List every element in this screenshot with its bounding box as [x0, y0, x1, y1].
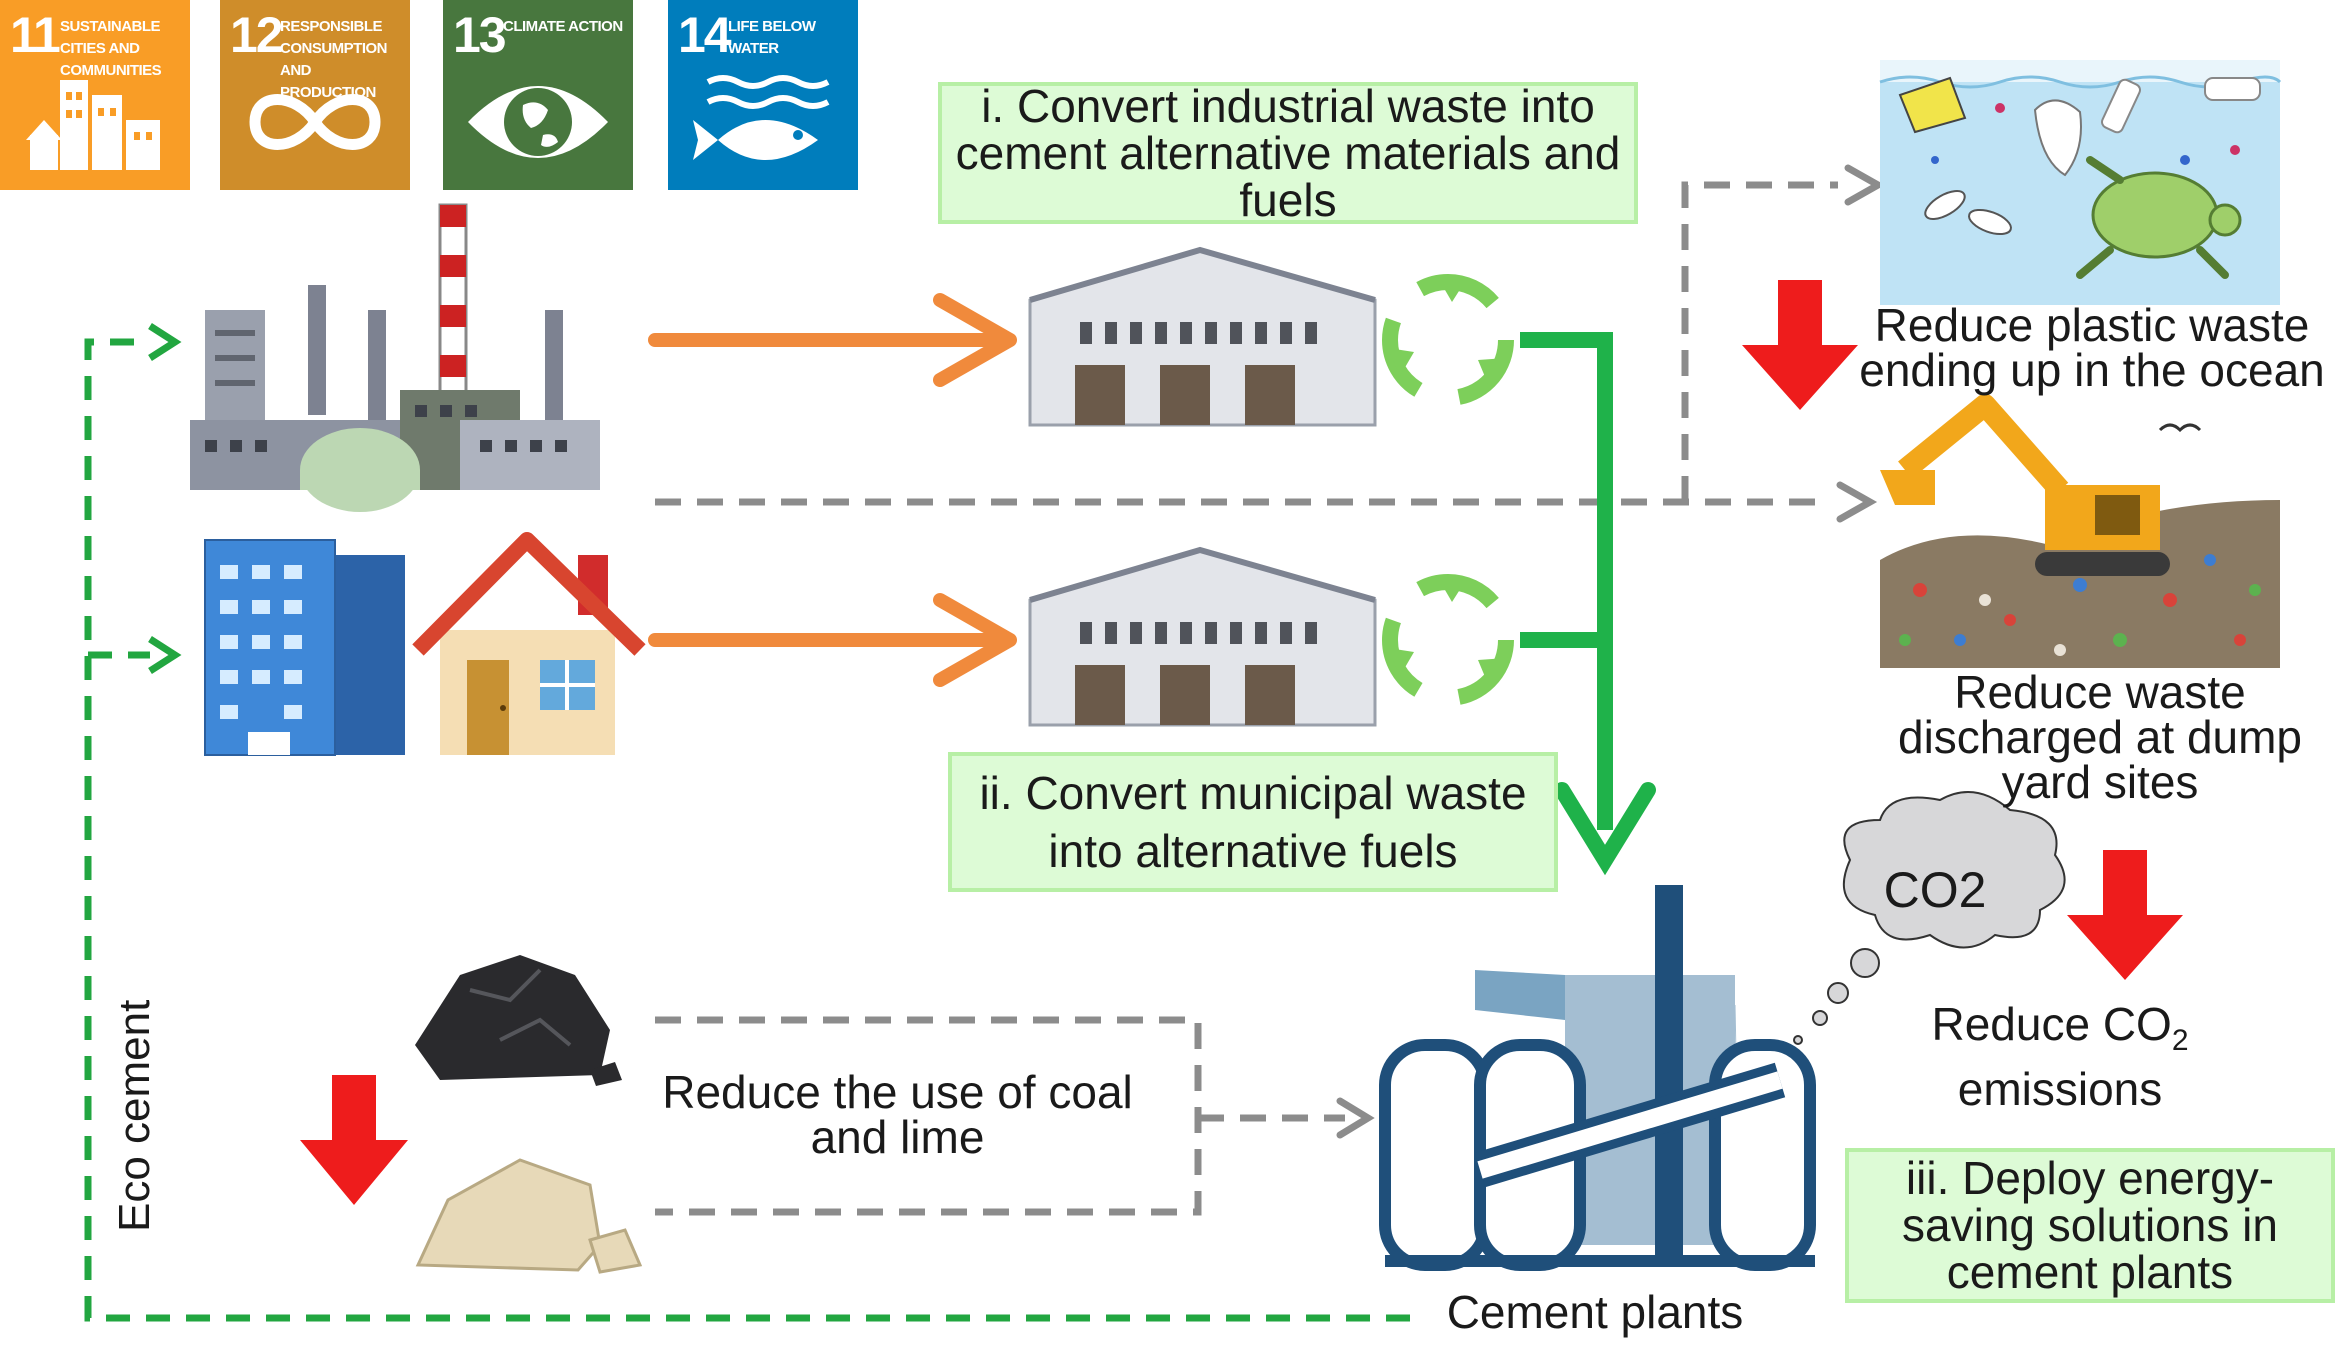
dump-yard-image: [1880, 394, 2280, 668]
sdg-14-label: Life below water: [728, 18, 816, 57]
sdg-12-number: 12: [230, 7, 284, 63]
industrial-waste-text: i. Convert industrial waste into cement …: [955, 79, 1621, 226]
energy-saving-box: iii. Deploy energy-saving solutions in c…: [1845, 1148, 2335, 1303]
co2-reduction-text: Reduce CO2 emissions: [1880, 1000, 2240, 1113]
municipal-waste-text: ii. Convert municipal waste into alterna…: [979, 767, 1527, 877]
arrowhead-landfill: [1836, 481, 1878, 523]
eye-globe-icon: [468, 86, 608, 158]
industrial-waste-box: i. Convert industrial waste into cement …: [938, 82, 1638, 224]
sdg-11-tile: 11 Sustainable cities and communities: [0, 0, 190, 190]
warehouse-icon-top: [1028, 246, 1377, 427]
ocean-pollution-image: [1879, 60, 2282, 305]
recycle-icon-top: [1382, 274, 1514, 406]
office-building-icon: [204, 539, 405, 756]
red-arrow-co2: [2067, 850, 2183, 980]
dump-yard-reduction-text: Reduce waste discharged at dump yard sit…: [1897, 666, 2303, 808]
co2-prefix: Reduce CO: [1931, 998, 2172, 1050]
plastic-reduction-text: Reduce plastic waste ending up in the oc…: [1859, 299, 2325, 396]
red-down-arrows: [300, 280, 2183, 1205]
sdg-11-number: 11: [10, 7, 61, 63]
cement-plant-icon: [1379, 885, 1816, 1271]
gray-dashed-flows: [655, 181, 1838, 1216]
sdg-13-number: 13: [453, 7, 507, 63]
red-arrow-coal: [300, 1075, 408, 1205]
warehouse-icon-bottom: [1028, 546, 1377, 727]
eco-cement-label: Eco cement: [110, 999, 159, 1232]
eco-cement-loop: [84, 338, 1410, 1322]
orange-arrow-municipal: [648, 593, 1017, 687]
coal-lime-reduction-text: Reduce the use of coal and lime: [662, 1066, 1133, 1163]
sdg-13-label: Climate action: [503, 18, 623, 35]
city-icon: [26, 80, 160, 170]
sdg-13-tile: 13 Climate action: [443, 0, 633, 190]
co2-cloud-icon: [1793, 791, 2066, 1045]
co2-cloud-label: CO2: [1883, 862, 1987, 918]
arrowhead-ocean: [1844, 164, 1886, 206]
orange-arrow-industrial: [648, 293, 1017, 387]
sdg-11-label: Sustainable cities and communities: [60, 18, 162, 79]
eco-cement-arrowheads: [148, 323, 182, 674]
coal-pile-icon: [415, 955, 622, 1086]
house-icon: [412, 532, 646, 755]
cement-plants-label: Cement plants: [1446, 1286, 1744, 1338]
green-solid-flows: [1520, 332, 1656, 876]
dashed-branch-to-ocean: [1681, 181, 1838, 502]
gray-arrowheads: [1336, 164, 1886, 1139]
limestone-icon: [415, 1158, 643, 1274]
orange-arrows: [648, 293, 1017, 687]
arrowhead-cement: [1336, 1097, 1375, 1139]
factory-icon: [190, 203, 600, 512]
red-arrow-plastic: [1742, 280, 1858, 410]
co2-suffix: emissions: [1957, 1063, 2163, 1116]
co2-subscript: 2: [2171, 1024, 2189, 1058]
sdg-12-tile: 12 Responsible consumption and productio…: [220, 0, 410, 190]
sdg-14-tile: 14 Life below water: [668, 0, 858, 190]
fish-icon: [693, 75, 830, 160]
municipal-waste-box: ii. Convert municipal waste into alterna…: [948, 752, 1558, 892]
energy-saving-text: iii. Deploy energy-saving solutions in c…: [1902, 1152, 2278, 1298]
sdg-14-number: 14: [678, 7, 732, 63]
recycle-icon-bottom: [1382, 574, 1514, 706]
infinity-icon: [249, 94, 381, 150]
